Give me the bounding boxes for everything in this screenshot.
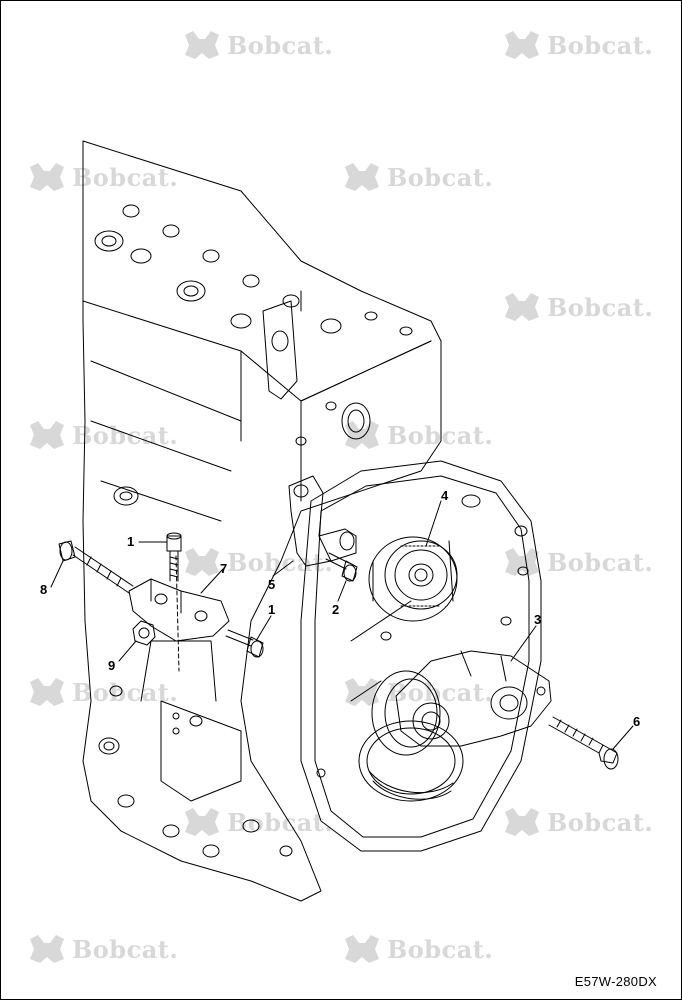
bolt-1-vertical	[166, 532, 182, 582]
watermark: Bobcat.	[181, 29, 333, 61]
watermark: Bobcat.	[501, 291, 653, 323]
bobcat-logo-icon	[345, 935, 379, 963]
bobcat-logo-icon	[345, 163, 379, 191]
callout-3: 3	[534, 612, 542, 627]
bobcat-logo-icon	[185, 548, 219, 576]
watermark: Bobcat.	[26, 419, 178, 451]
watermark: Bobcat.	[181, 546, 333, 578]
callout-2: 2	[332, 602, 340, 617]
bobcat-logo-icon	[505, 293, 539, 321]
watermark: Bobcat.	[26, 933, 178, 965]
watermark: Bobcat.	[341, 419, 493, 451]
bobcat-logo-icon	[30, 935, 64, 963]
callout-1-top: 1	[127, 534, 135, 549]
callout-6: 6	[633, 714, 641, 729]
callout-7: 7	[220, 561, 228, 576]
bobcat-logo-icon	[505, 808, 539, 836]
leader-lines	[50, 500, 634, 750]
engine-block	[82, 140, 442, 902]
watermark: Bobcat.	[341, 161, 493, 193]
watermark: Bobcat.	[501, 29, 653, 61]
belt-tensioner	[371, 650, 552, 756]
callout-5: 5	[268, 577, 276, 592]
bobcat-logo-icon	[185, 31, 219, 59]
bobcat-logo-icon	[505, 548, 539, 576]
callout-1-bottom: 1	[268, 602, 276, 617]
bobcat-logo-icon	[30, 163, 64, 191]
nut-9	[132, 620, 156, 646]
watermark: Bobcat.	[501, 806, 653, 838]
timing-cover	[300, 460, 542, 852]
idler-pulley	[368, 536, 458, 622]
bobcat-logo-icon	[30, 678, 64, 706]
bobcat-logo-icon	[505, 31, 539, 59]
watermark: Bobcat.	[341, 933, 493, 965]
bobcat-logo-icon	[185, 808, 219, 836]
bobcat-logo-icon	[30, 421, 64, 449]
bolt-2	[325, 552, 358, 582]
bobcat-logo-icon	[345, 421, 379, 449]
sensor-bracket	[128, 555, 230, 672]
bolt-6	[548, 716, 619, 770]
drawing-code: E57W-280DX	[574, 974, 657, 989]
bolt-1-horizontal	[225, 629, 264, 658]
callout-9: 9	[108, 658, 116, 673]
crankshaft-pulley	[358, 720, 464, 802]
watermark: Bobcat.	[26, 161, 178, 193]
callout-8: 8	[40, 582, 48, 597]
callout-4: 4	[441, 488, 449, 503]
tensioner-bracket	[288, 475, 357, 567]
bolt-8	[58, 540, 134, 594]
watermark: Bobcat.	[501, 546, 653, 578]
